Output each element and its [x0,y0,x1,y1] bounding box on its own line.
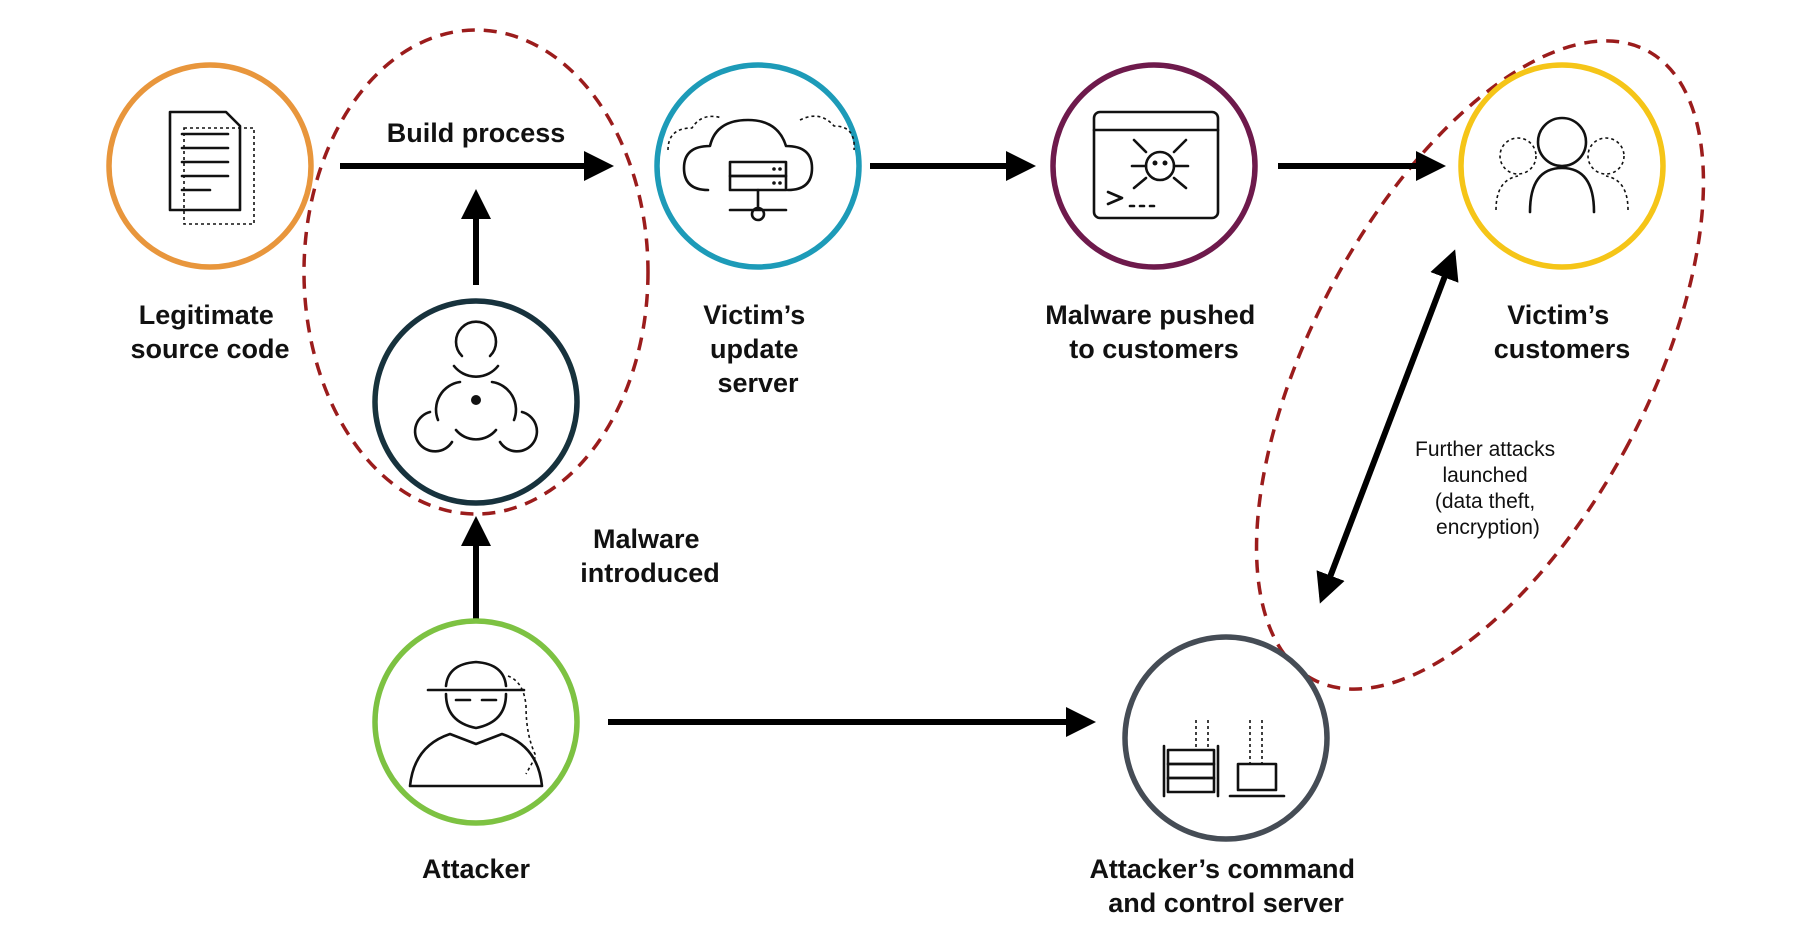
c2-server-node: Attacker’s command and control server [1089,634,1362,918]
customer-attack-outline [1254,39,1706,691]
source-code-ring [106,62,314,270]
build-compromise-outline [302,28,650,516]
attacker-node: Attacker [372,618,580,884]
malware-pushed-ring [1050,62,1258,270]
malware-pushed-label: Malware pushed to customers [1045,300,1263,364]
document-icon [168,110,255,225]
c2-server-label: Attacker’s command and control server [1089,854,1362,918]
build-process-label: Build process [387,118,566,148]
users-icon [1495,116,1629,214]
biohazard-icon [413,320,539,453]
malware-node [372,298,580,506]
attacker-ring [372,618,580,826]
hooded-attacker-icon [408,660,544,788]
cloud-server-icon [667,115,855,222]
customers-node: Victim’s customers [1458,62,1666,364]
malware-introduced-label: Malware introduced [580,524,720,588]
c2-server-ring [1122,634,1330,842]
source-code-node: Legitimate source code [106,62,314,364]
source-code-label: Legitimate source code [130,300,289,364]
update-server-label: Victim’s update server [703,300,813,398]
update-server-node: Victim’s update server [654,62,862,398]
further-attacks-arrow [1316,249,1459,604]
c2-server-icon [1162,671,1286,798]
malware-pushed-node: Malware pushed to customers [1045,62,1263,364]
further-attacks-label: Further attacks launched (data theft, en… [1415,438,1561,539]
customers-label: Victim’s customers [1494,300,1631,364]
attacker-label: Attacker [422,854,531,884]
malware-terminal-icon [1092,110,1220,220]
update-server-ring [654,62,862,270]
